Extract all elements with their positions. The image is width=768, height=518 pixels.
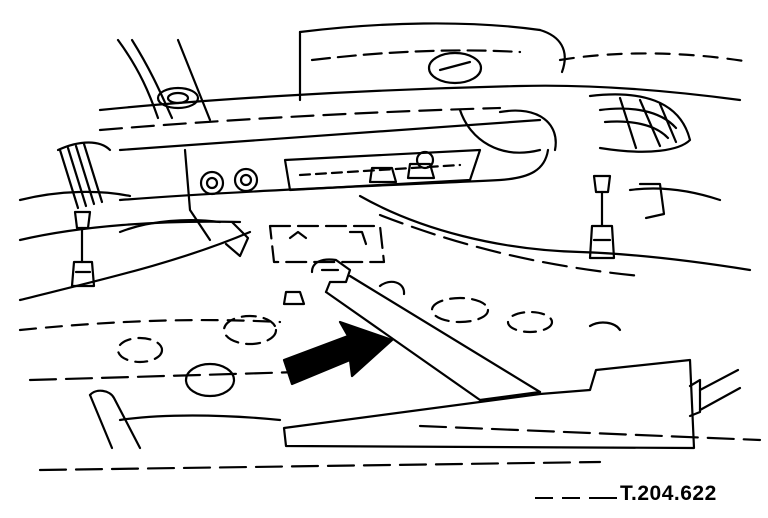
center-clip bbox=[268, 224, 406, 306]
upper-body-panel bbox=[98, 22, 752, 132]
oval-boss bbox=[427, 51, 483, 85]
left-mounting-bolt bbox=[70, 210, 96, 288]
lower-suspension-arms bbox=[18, 194, 752, 332]
lower-housing bbox=[282, 358, 742, 450]
floor-dash-lines bbox=[28, 370, 762, 472]
reference-leader-dash-2 bbox=[562, 497, 580, 499]
right-hatched-component bbox=[588, 93, 722, 220]
reference-leader-dash-1 bbox=[535, 497, 553, 499]
right-mounting-bolt bbox=[588, 174, 616, 260]
bracket-nuts bbox=[199, 150, 436, 196]
reference-leader-dash-3 bbox=[589, 497, 617, 499]
spanner-tool bbox=[310, 258, 542, 402]
left-spring bbox=[18, 141, 132, 210]
left-lower-bracket bbox=[88, 389, 282, 450]
pointer-arrow bbox=[282, 320, 394, 386]
small-boss-left bbox=[156, 86, 200, 110]
figure-reference-code: T.204.622 bbox=[620, 482, 717, 505]
floor-pan-cutouts bbox=[116, 296, 622, 398]
